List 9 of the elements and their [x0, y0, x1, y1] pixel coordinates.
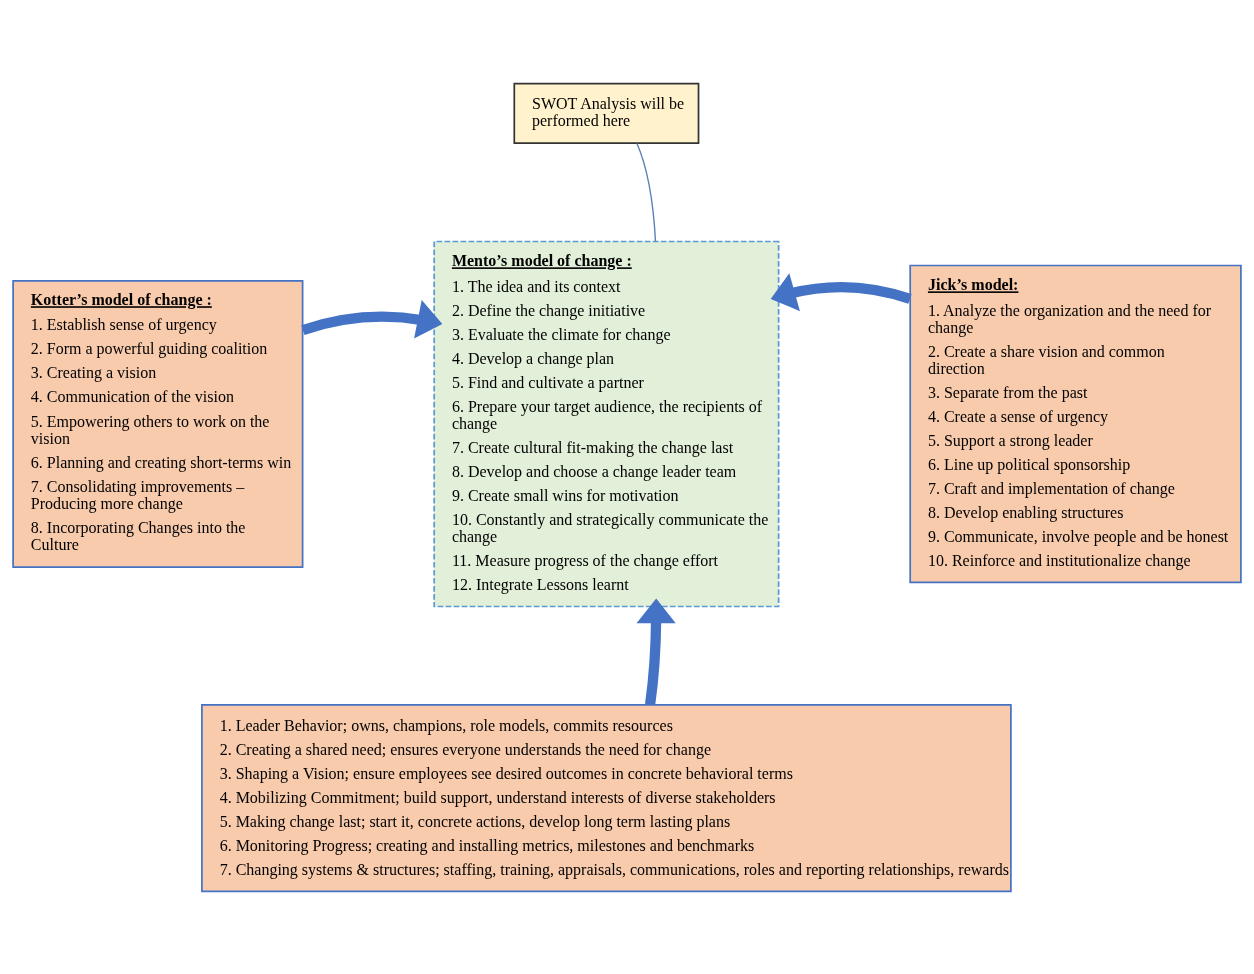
arrow	[301, 299, 443, 338]
node-box: 1. Leader Behavior; owns, champions, role models, commits resources 2. Creating a shared need; ensures everyone understands the need for change 3. Shaping a Vision; ensure employees see desired outcomes in concrete behavioral terms 4. Mobilizing Commitment; build support, understand interests of diverse stakeholders 5. Making change last; start it, concrete actions, develop long term lasting plans 6. Monitoring Progress; creating and installing metrics, milestones and benchmarks 7. Changing systems & structures; staffing, training, appraisals, communications, roles and reporting relationships, rewards	[201, 703, 1012, 892]
node-box: SWOT Analysis will be performed here	[513, 82, 700, 144]
node-box: Mento’s model of change : 1. The idea and its context 2. Define the change initiative 3. Evaluate the climate for change 4. Develop a change plan 5. Find and cultivate a partner 6. Prepare your target audience, the recipients of change 7. Create cultural fit-making the change last 8. Develop and choose a change leader team 9. Create small wins for motivation 10. Constantly and strategically communicate the change 11. Measure progress of the change effort 12. Integrate Lessons learnt	[433, 240, 780, 607]
connector	[636, 142, 657, 242]
arrow	[636, 597, 676, 705]
node-box: Kotter’s model of change : 1. Establish sense of urgency 2. Form a powerful guiding coalition 3. Creating a vision 4. Communication of the vision 5. Empowering others to work on the vision 6. Planning and creating short-terms win 7. Consolidating improvements – Producing more change 8. Incorporating Changes into the Culture	[12, 279, 304, 568]
arrow	[770, 272, 912, 311]
node-box: Jick’s model: 1. Analyze the organization and the need for change 2. Create a share vision and common direction 3. Separate from the past 4. Create a sense of urgency 5. Support a strong leader 6. Line up political sponsorship 7. Craft and implementation of change 8. Develop enabling structures 9. Communicate, involve people and be honest 10. Reinforce and institutionalize change	[909, 264, 1242, 583]
